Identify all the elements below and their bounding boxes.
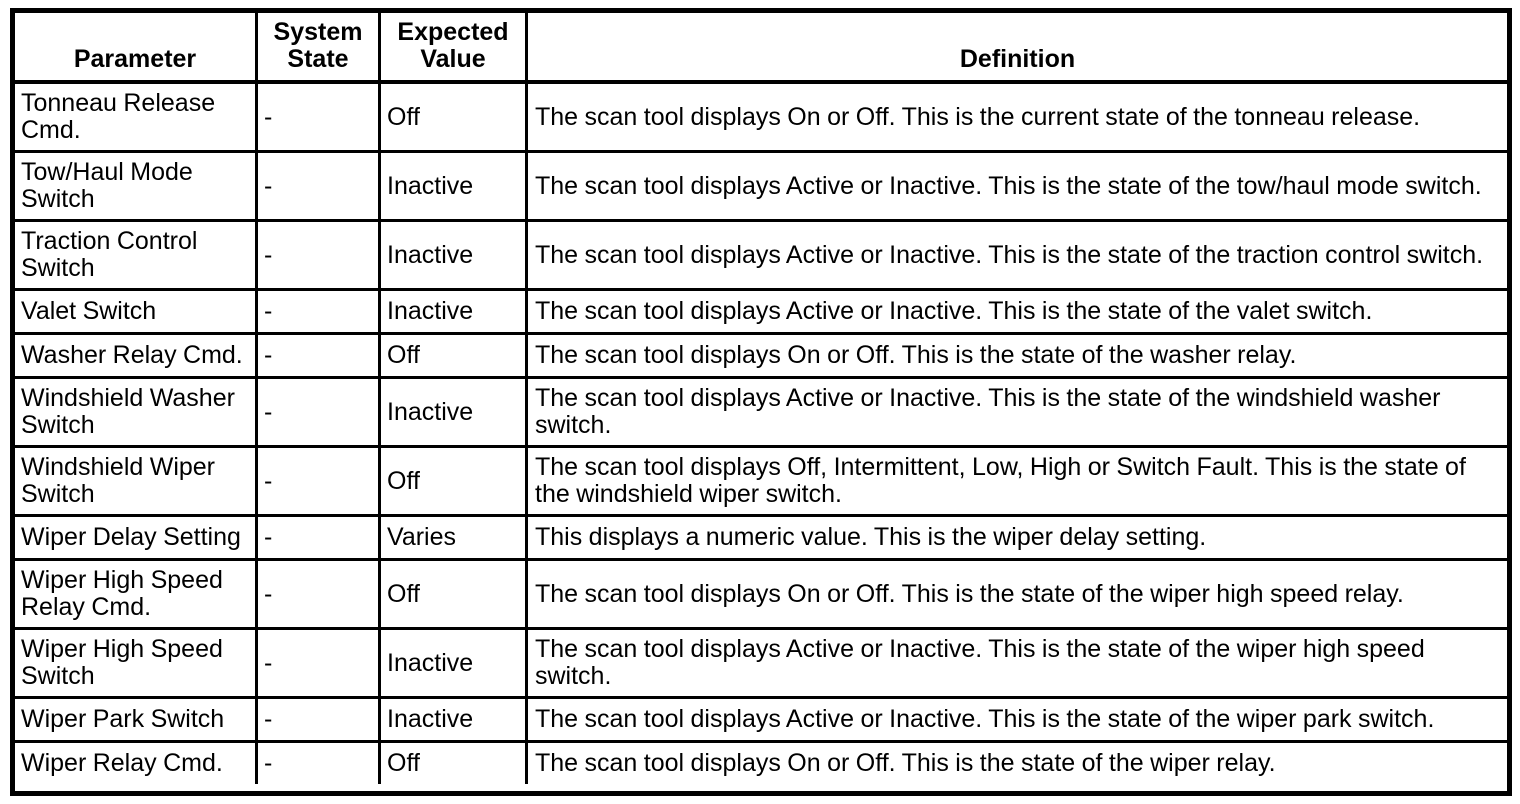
cell-definition: The scan tool displays Active or Inactiv… <box>525 153 1507 219</box>
table-header-row: Parameter System State Expected Value De… <box>15 13 1507 80</box>
cell-definition: The scan tool displays On or Off. This i… <box>525 335 1507 376</box>
cell-system-state: - <box>255 379 378 445</box>
cell-parameter: Wiper High Speed Relay Cmd. <box>21 566 223 621</box>
cell-definition: The scan tool displays Active or Inactiv… <box>525 291 1507 332</box>
cell-parameter: Wiper Park Switch <box>21 705 225 733</box>
cell-definition: This displays a numeric value. This is t… <box>525 517 1507 558</box>
cell-definition: The scan tool displays On or Off. This i… <box>525 561 1507 627</box>
cell-expected-value: Off <box>378 448 525 514</box>
cell-expected-value: Inactive <box>378 699 525 740</box>
cell-expected-value: Inactive <box>378 291 525 332</box>
cell-expected-value: Inactive <box>378 379 525 445</box>
cell-parameter: Wiper Relay Cmd. <box>21 749 223 777</box>
cell-expected-value: Inactive <box>378 222 525 288</box>
cell-system-state: - <box>255 517 378 558</box>
cell-parameter: Windshield Washer Switch <box>21 384 235 439</box>
cell-expected-value: Inactive <box>378 153 525 219</box>
cell-definition: The scan tool displays On or Off. This i… <box>525 84 1507 150</box>
cell-parameter: Wiper Delay Setting <box>21 523 241 551</box>
cell-system-state: - <box>255 153 378 219</box>
cell-definition: The scan tool displays On or Off. This i… <box>525 743 1507 784</box>
cell-system-state: - <box>255 448 378 514</box>
cell-system-state: - <box>255 630 378 696</box>
cell-system-state: - <box>255 743 378 784</box>
cell-definition: The scan tool displays Off, Intermittent… <box>525 448 1507 514</box>
cell-parameter: Valet Switch <box>21 297 157 325</box>
cell-definition: The scan tool displays Active or Inactiv… <box>525 699 1507 740</box>
cell-system-state: - <box>255 335 378 376</box>
column-header-system-state: System State <box>255 13 378 80</box>
column-header-expected-value: Expected Value <box>378 13 525 80</box>
cell-expected-value: Varies <box>378 517 525 558</box>
column-header-definition: Definition <box>525 13 1507 80</box>
cell-definition: The scan tool displays Active or Inactiv… <box>525 379 1507 445</box>
column-header-parameter: Parameter <box>73 45 197 73</box>
cell-parameter: Wiper High Speed Switch <box>21 635 223 690</box>
cell-parameter: Traction Control Switch <box>21 227 198 282</box>
cell-definition: The scan tool displays Active or Inactiv… <box>525 222 1507 288</box>
cell-definition: The scan tool displays Active or Inactiv… <box>525 630 1507 696</box>
cell-system-state: - <box>255 699 378 740</box>
cell-expected-value: Off <box>378 335 525 376</box>
cell-parameter: Tonneau Release Cmd. <box>21 89 216 144</box>
parameters-table: Parameter System State Expected Value De… <box>10 8 1512 796</box>
cell-parameter: Washer Relay Cmd. <box>21 341 243 369</box>
cell-system-state: - <box>255 561 378 627</box>
cell-parameter: Windshield Wiper Switch <box>21 453 216 508</box>
cell-expected-value: Off <box>378 84 525 150</box>
cell-expected-value: Off <box>378 561 525 627</box>
cell-system-state: - <box>255 84 378 150</box>
cell-system-state: - <box>255 291 378 332</box>
cell-expected-value: Inactive <box>378 630 525 696</box>
cell-system-state: - <box>255 222 378 288</box>
cell-expected-value: Off <box>378 743 525 784</box>
cell-parameter: Tow/Haul Mode Switch <box>21 158 193 213</box>
